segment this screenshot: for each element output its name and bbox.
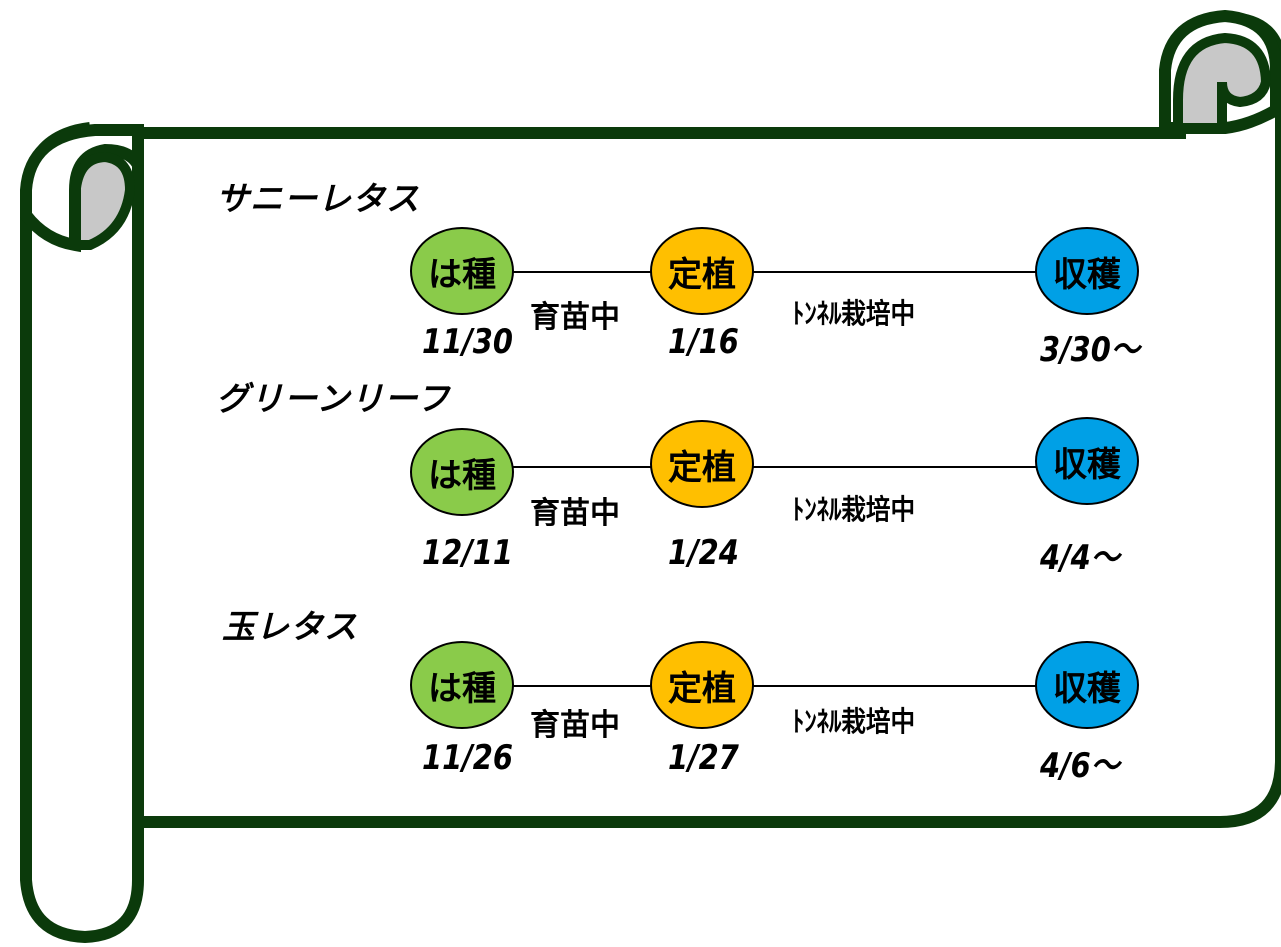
timeline-line bbox=[512, 466, 652, 468]
timeline-line bbox=[752, 466, 1038, 468]
stage-planting: 定植 bbox=[650, 227, 754, 315]
planting-date: 1/27 bbox=[668, 738, 739, 778]
scroll-left-curl-inner bbox=[71, 151, 136, 250]
harvest-date: 4/6～ bbox=[1040, 746, 1120, 786]
timeline-line bbox=[752, 685, 1038, 687]
stage-planting-label: 定植 bbox=[668, 668, 736, 709]
crop-title-green-leaf: グリーンリーフ bbox=[216, 379, 451, 418]
stage-sowing-label: は種 bbox=[428, 455, 496, 496]
timeline-line bbox=[752, 271, 1038, 273]
stage-harvest: 収穫 bbox=[1035, 417, 1139, 505]
sowing-date: 12/11 bbox=[422, 533, 513, 573]
crop-title-head-lettuce: 玉レタス bbox=[222, 607, 358, 646]
harvest-date: 4/4～ bbox=[1040, 538, 1120, 578]
sowing-date: 11/30 bbox=[422, 322, 513, 362]
period-tunnel: ﾄﾝﾈﾙ栽培中 bbox=[792, 297, 916, 330]
timeline-line bbox=[512, 271, 652, 273]
stage-sowing: は種 bbox=[410, 227, 514, 315]
timeline-line bbox=[512, 685, 652, 687]
stage-harvest-label: 収穫 bbox=[1053, 444, 1121, 485]
stage-planting: 定植 bbox=[650, 641, 754, 729]
stage-planting-label: 定植 bbox=[668, 447, 736, 488]
stage-sowing-label: は種 bbox=[428, 668, 496, 709]
sowing-date: 11/26 bbox=[422, 738, 513, 778]
period-tunnel: ﾄﾝﾈﾙ栽培中 bbox=[792, 493, 916, 526]
stage-harvest: 収穫 bbox=[1035, 641, 1139, 729]
stage-harvest-label: 収穫 bbox=[1053, 668, 1121, 709]
harvest-date: 3/30～ bbox=[1040, 330, 1140, 370]
scroll-left-curl bbox=[20, 124, 144, 253]
crop-title-sunny-lettuce: サニーレタス bbox=[216, 179, 420, 218]
stage-harvest: 収穫 bbox=[1035, 227, 1139, 315]
stage-harvest-label: 収穫 bbox=[1053, 254, 1121, 295]
scroll-top-curl-inner bbox=[1173, 32, 1272, 133]
stage-planting-label: 定植 bbox=[668, 254, 736, 295]
stage-sowing: は種 bbox=[410, 641, 514, 729]
planting-date: 1/24 bbox=[668, 533, 739, 573]
stage-sowing: は種 bbox=[410, 428, 514, 516]
period-tunnel: ﾄﾝﾈﾙ栽培中 bbox=[792, 705, 916, 738]
period-seedling: 育苗中 bbox=[530, 708, 620, 743]
planting-date: 1/16 bbox=[668, 322, 739, 362]
period-seedling: 育苗中 bbox=[530, 300, 620, 335]
stage-sowing-label: は種 bbox=[428, 254, 496, 295]
period-seedling: 育苗中 bbox=[530, 496, 620, 531]
stage-planting: 定植 bbox=[650, 420, 754, 508]
